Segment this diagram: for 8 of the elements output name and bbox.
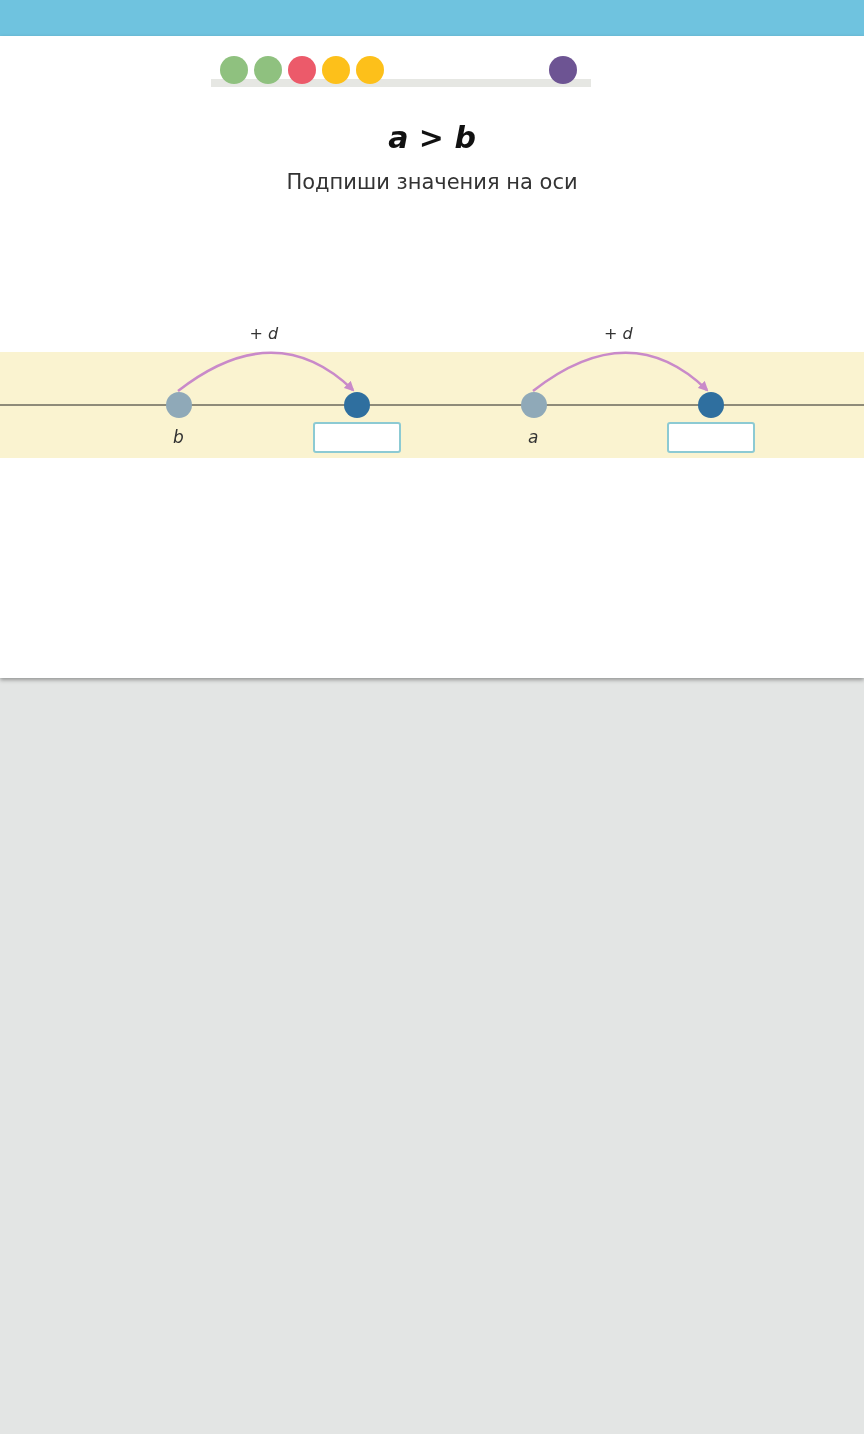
jump-arrow (177, 351, 355, 392)
edge-label: + d (249, 324, 279, 343)
heading: a > b (387, 120, 477, 155)
instruction-text: Подпиши значения на оси (285, 170, 579, 194)
point-label: b (173, 427, 184, 447)
jump-arrow (532, 351, 709, 392)
point-label: a (528, 427, 539, 447)
edge-label: + d (604, 324, 633, 343)
